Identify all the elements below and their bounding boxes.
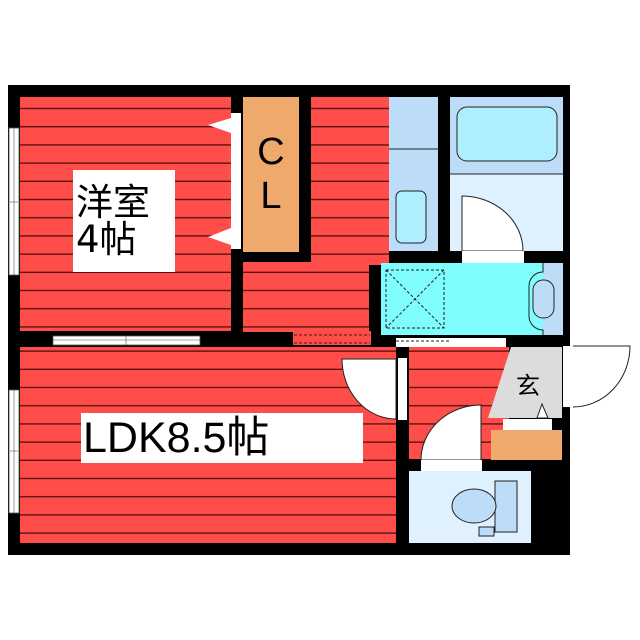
window-west-room	[8, 127, 20, 276]
washing-machine-space	[385, 269, 445, 329]
entrance	[488, 347, 562, 418]
hall-floor	[311, 97, 389, 257]
toilet-door	[420, 404, 482, 461]
closet-label-c: C	[257, 131, 285, 173]
toilet-bowl	[451, 488, 497, 524]
window-ldk	[8, 389, 20, 514]
closet-label: C L	[243, 130, 299, 218]
hall-floor-lower	[243, 262, 369, 332]
closet-label-l: L	[260, 175, 282, 217]
closet-door	[231, 113, 241, 249]
washbasin	[532, 279, 555, 319]
ldk-door	[341, 358, 397, 420]
bathroom-door	[461, 195, 524, 252]
western-room-label: 洋室 4帖	[73, 170, 175, 272]
closet	[243, 97, 299, 252]
bathtub	[456, 106, 558, 162]
sink	[395, 190, 427, 244]
western-room-size: 4帖	[76, 218, 137, 261]
entrance-label: 玄	[516, 372, 540, 400]
shoe-cabinet	[491, 430, 562, 460]
front-door	[563, 346, 573, 407]
toilet-tank	[494, 480, 518, 533]
sliding-door-west-room	[52, 335, 201, 346]
western-room-name: 洋室	[76, 181, 150, 224]
ldk-label: LDK8.5帖	[81, 413, 363, 463]
